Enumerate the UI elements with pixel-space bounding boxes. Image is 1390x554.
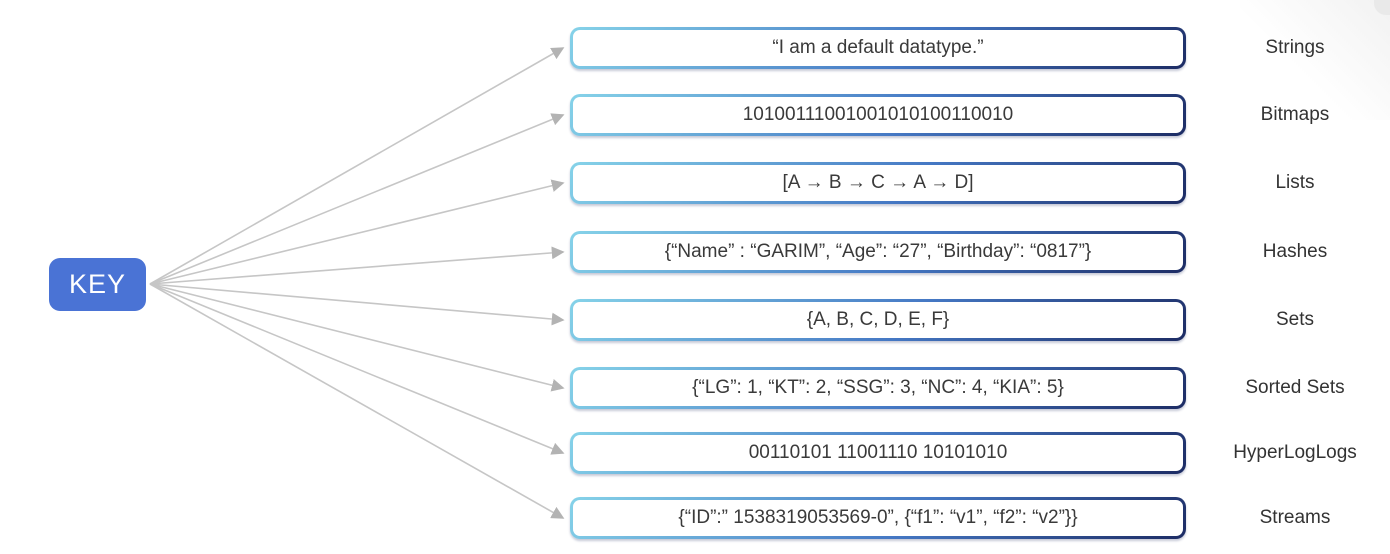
label-lists: Lists bbox=[1275, 172, 1315, 193]
value-streams: {“ID”:” 1538319053569-0”, {“f1”: “v1”, “… bbox=[573, 500, 1183, 536]
label-strings: Strings bbox=[1265, 37, 1325, 58]
value-box-hyperloglogs: 00110101 11001110 10101010 bbox=[570, 432, 1186, 474]
value-sorted-sets: {“LG”: 1, “KT”: 2, “SSG”: 3, “NC”: 4, “K… bbox=[573, 370, 1183, 406]
label-bitmaps: Bitmaps bbox=[1260, 104, 1330, 125]
arrow-streams bbox=[149, 283, 565, 519]
arrow-hyperloglogs bbox=[149, 283, 565, 455]
arrow-bitmaps bbox=[149, 113, 565, 285]
value-box-lists: [A → B → C → A → D] bbox=[570, 162, 1186, 204]
value-box-strings: “I am a default datatype.” bbox=[570, 27, 1186, 69]
value-hashes: {“Name” : “GARIM”, “Age”: “27”, “Birthda… bbox=[573, 234, 1183, 270]
arrow-lists bbox=[149, 179, 565, 285]
value-box-sets: {A, B, C, D, E, F} bbox=[570, 299, 1186, 341]
label-sorted-sets: Sorted Sets bbox=[1245, 377, 1345, 398]
corner-overlay bbox=[1374, 0, 1390, 15]
value-bitmaps: 10100111001001010100110010 bbox=[573, 97, 1183, 133]
label-streams: Streams bbox=[1259, 507, 1331, 528]
value-box-hashes: {“Name” : “GARIM”, “Age”: “27”, “Birthda… bbox=[570, 231, 1186, 273]
value-hyperloglogs: 00110101 11001110 10101010 bbox=[573, 435, 1183, 471]
value-box-sorted-sets: {“LG”: 1, “KT”: 2, “SSG”: 3, “NC”: 4, “K… bbox=[570, 367, 1186, 409]
key-node: KEY bbox=[49, 258, 146, 311]
key-label: KEY bbox=[68, 269, 127, 299]
label-sets: Sets bbox=[1275, 309, 1315, 330]
arrow-hashes bbox=[149, 246, 565, 285]
value-lists: [A → B → C → A → D] bbox=[573, 165, 1183, 201]
value-sets: {A, B, C, D, E, F} bbox=[573, 302, 1183, 338]
value-strings: “I am a default datatype.” bbox=[573, 30, 1183, 66]
value-box-bitmaps: 10100111001001010100110010 bbox=[570, 94, 1186, 136]
arrow-sets bbox=[149, 283, 565, 326]
arrow-sorted-sets bbox=[149, 283, 565, 392]
label-hashes: Hashes bbox=[1262, 241, 1328, 262]
label-hyperloglogs: HyperLogLogs bbox=[1233, 442, 1357, 463]
value-box-streams: {“ID”:” 1538319053569-0”, {“f1”: “v1”, “… bbox=[570, 497, 1186, 539]
arrow-strings bbox=[149, 47, 565, 285]
